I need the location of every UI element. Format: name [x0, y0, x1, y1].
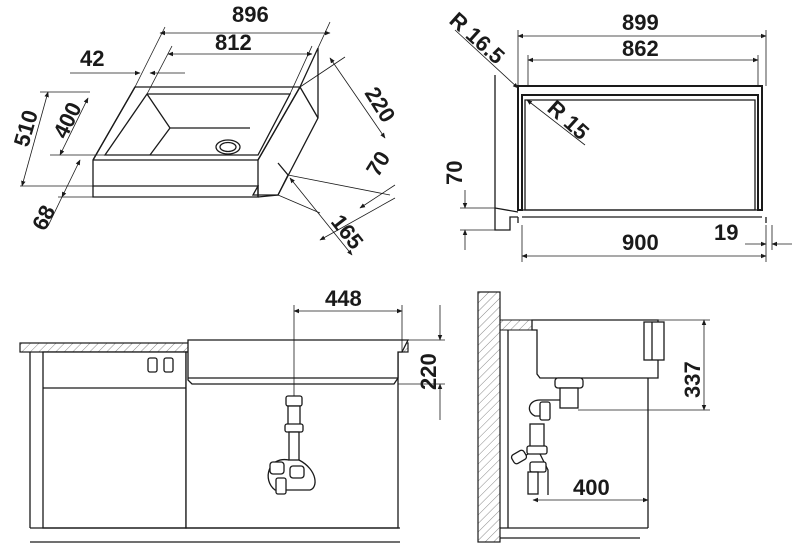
dim-edge-offset: 42: [80, 46, 104, 71]
dim-side-offset: 19: [714, 220, 738, 245]
dim-bowl-height: 220: [416, 353, 441, 390]
dim-inner-radius: R 15: [543, 95, 594, 145]
side-installation-view: 337 400: [477, 291, 710, 543]
dim-front-lip: 68: [27, 201, 60, 234]
isometric-sink-view: 896 812 42 510 400 68 220 70 165: [9, 2, 401, 256]
front-installation-view: 448 220: [19, 286, 445, 543]
dim-overall-depth: 510: [9, 107, 43, 149]
dim-overall-width-section: 899: [622, 10, 659, 35]
dim-drain-offset: 448: [325, 286, 362, 311]
section-view-top-right: 899 862 R 16.5 R 15 70 900 19: [442, 7, 792, 262]
dim-outer-radius: R 16.5: [445, 7, 510, 69]
dim-inner-width: 812: [215, 30, 252, 55]
dim-height: 220: [360, 82, 401, 126]
dim-trap-distance: 400: [573, 475, 610, 500]
dim-inner-depth: 400: [48, 98, 87, 142]
dim-inner-width-section: 862: [622, 36, 659, 61]
dim-depth: 337: [680, 361, 705, 398]
dim-lip-height: 70: [442, 161, 467, 185]
dim-overall-width: 896: [232, 2, 269, 27]
dim-apron: 70: [361, 147, 395, 181]
dim-cabinet-width: 900: [622, 230, 659, 255]
